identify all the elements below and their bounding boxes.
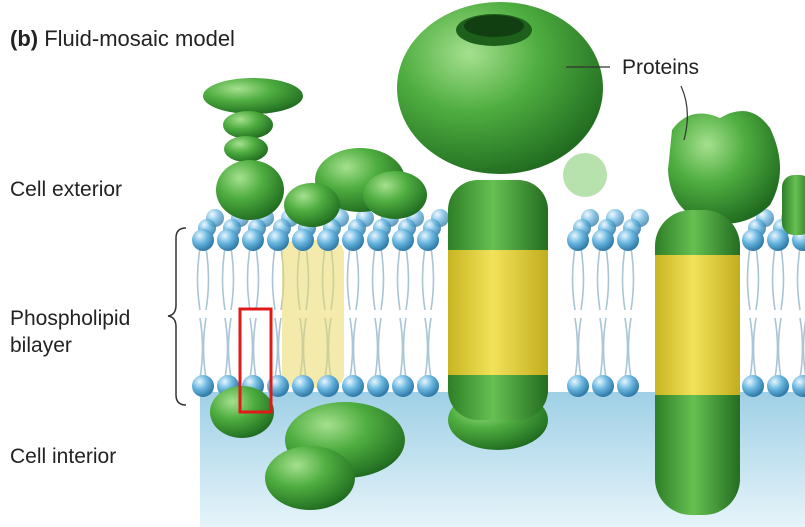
lipid-tail	[429, 318, 432, 378]
lipid-head	[417, 375, 439, 397]
lipid-head	[342, 375, 364, 397]
bilayer-brace	[168, 228, 186, 405]
lipid-tail	[775, 318, 778, 378]
lipid-tail	[798, 248, 801, 310]
background-protein	[563, 153, 607, 197]
lipid-tail	[573, 248, 576, 310]
lipid-tail	[631, 248, 634, 310]
cell-interior-label: Cell interior	[10, 444, 116, 469]
lipid-tail	[356, 248, 359, 310]
lipid-tail	[398, 248, 401, 310]
lipid-tail	[225, 318, 228, 378]
lipid-tail	[423, 248, 426, 310]
lipid-tail	[625, 318, 628, 378]
lipid-head	[192, 375, 214, 397]
lipid-head	[617, 229, 639, 251]
lipid-tail	[781, 248, 784, 310]
lipid-tail	[431, 248, 434, 310]
lipid-head	[567, 375, 589, 397]
proteins-label: Proteins	[622, 55, 699, 80]
lipid-head	[367, 375, 389, 397]
lipid-head	[392, 375, 414, 397]
lipid-head	[592, 229, 614, 251]
lipid-tail	[229, 318, 232, 378]
lipid-head	[317, 229, 339, 251]
lipid-head	[567, 229, 589, 251]
lipid-tail	[425, 318, 428, 378]
lipid-tail	[273, 248, 276, 310]
lipid-tail	[279, 318, 282, 378]
title-text: Fluid-mosaic model	[44, 26, 235, 51]
lipid-tail	[375, 318, 378, 378]
lipid-tail	[348, 248, 351, 310]
lipid-tail	[756, 248, 759, 310]
embedded-protein-core	[282, 240, 344, 388]
lipid-tail	[581, 248, 584, 310]
lipid-head	[317, 375, 339, 397]
lipid-tail	[206, 248, 209, 310]
lipid-head	[242, 229, 264, 251]
lipid-tail	[800, 318, 803, 378]
lipid-tail	[773, 248, 776, 310]
lipid-head	[417, 229, 439, 251]
lipid-head	[292, 375, 314, 397]
lipid-head	[367, 229, 389, 251]
lipid-head	[392, 229, 414, 251]
lipid-tail	[598, 248, 601, 310]
lipid-tail	[779, 318, 782, 378]
lipid-tail	[198, 248, 201, 310]
lipid-tail	[604, 318, 607, 378]
lipid-tail	[606, 248, 609, 310]
lipid-tail	[223, 248, 226, 310]
lipid-tail	[254, 318, 257, 378]
lipid-head	[267, 229, 289, 251]
lipid-head	[192, 229, 214, 251]
lipid-head	[342, 229, 364, 251]
lipid-tail	[250, 318, 253, 378]
lipid-tail	[379, 318, 382, 378]
edge-protein	[782, 175, 805, 235]
lipid-head	[742, 229, 764, 251]
panel-letter: (b)	[10, 26, 38, 51]
lipid-tail	[275, 318, 278, 378]
lipid-head	[617, 375, 639, 397]
lipid-head	[217, 229, 239, 251]
lipid-tail	[204, 318, 207, 378]
lipid-head	[767, 375, 789, 397]
lipid-tail	[248, 248, 251, 310]
lipid-tail	[579, 318, 582, 378]
lipid-tail	[400, 318, 403, 378]
lipid-tail	[406, 248, 409, 310]
lipid-tail	[200, 318, 203, 378]
phospholipid-label: Phospholipid	[10, 306, 130, 331]
lipid-tail	[575, 318, 578, 378]
lipid-tail	[231, 248, 234, 310]
lipid-tail	[404, 318, 407, 378]
lipid-head	[767, 229, 789, 251]
lipid-tail	[754, 318, 757, 378]
figure-title: (b) Fluid-mosaic model	[10, 26, 235, 52]
surface-protein-blob	[284, 148, 427, 227]
lipid-tail	[354, 318, 357, 378]
lipid-tail	[381, 248, 384, 310]
lipid-tail	[623, 248, 626, 310]
lipid-tail	[629, 318, 632, 378]
lipid-tail	[748, 248, 751, 310]
lipid-tail	[600, 318, 603, 378]
lipid-tail	[256, 248, 259, 310]
cell-exterior-label: Cell exterior	[10, 177, 122, 202]
bilayer-label: bilayer	[10, 333, 72, 358]
lipid-head	[592, 375, 614, 397]
lipid-head	[292, 229, 314, 251]
lipid-tail	[350, 318, 353, 378]
lipid-tail	[750, 318, 753, 378]
lipid-tail	[373, 248, 376, 310]
lipid-head	[742, 375, 764, 397]
